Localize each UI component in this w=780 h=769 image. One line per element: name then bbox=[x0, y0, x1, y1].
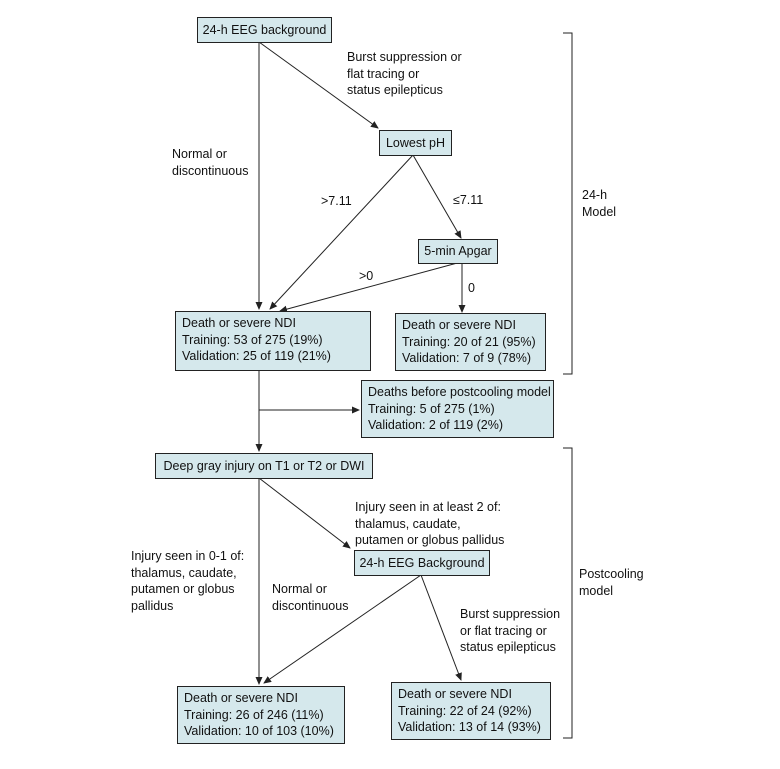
outcome-post-right-box: Death or severe NDI Training: 22 of 24 (… bbox=[391, 682, 551, 740]
label-apgar-zero: 0 bbox=[468, 281, 475, 295]
apgar-box: 5-min Apgar bbox=[418, 239, 498, 264]
arrow-eeg-burst bbox=[420, 574, 462, 681]
lowest-ph-box: Lowest pH bbox=[379, 130, 452, 156]
apgar-label: 5-min Apgar bbox=[424, 244, 492, 259]
training-stat: Training: 5 of 275 (1%) bbox=[368, 401, 495, 416]
label-injury-2plus: Injury seen in at least 2 of: thalamus, … bbox=[355, 500, 505, 547]
bracket-label-postcooling: Postcooling model bbox=[579, 567, 644, 598]
lowest-ph-label: Lowest pH bbox=[385, 135, 446, 150]
label-burst-top: Burst suppression or flat tracing or sta… bbox=[347, 50, 462, 97]
training-stat: Training: 20 of 21 (95%) bbox=[402, 334, 536, 349]
label-ph-high: >7.11 bbox=[321, 194, 352, 208]
arrow-apgar-pos bbox=[279, 261, 462, 313]
validation-stat: Validation: 10 of 103 (10%) bbox=[184, 724, 334, 738]
outcome-24h-right-box: Death or severe NDI Training: 20 of 21 (… bbox=[395, 313, 546, 371]
validation-stat: Validation: 25 of 119 (21%) bbox=[182, 349, 331, 363]
deep-gray-box: Deep gray injury on T1 or T2 or DWI bbox=[155, 453, 373, 479]
deep-gray-label: Deep gray injury on T1 or T2 or DWI bbox=[163, 458, 365, 473]
outcome-title: Death or severe NDI bbox=[398, 687, 512, 701]
validation-stat: Validation: 2 of 119 (2%) bbox=[368, 418, 504, 432]
bracket-label-24h-model: 24-h Model bbox=[582, 188, 617, 219]
arrow-deepgray-to-eeg bbox=[258, 477, 351, 549]
label-ph-low: ≤7.11 bbox=[453, 193, 484, 207]
validation-stat: Validation: 7 of 9 (78%) bbox=[402, 351, 532, 365]
deaths-before-box: Deaths before postcooling model Training… bbox=[361, 380, 554, 438]
label-injury-01: Injury seen in 0-1 of: thalamus, caudate… bbox=[131, 549, 245, 613]
label-normal-bottom: Normal or discontinuous bbox=[272, 582, 349, 613]
training-stat: Training: 53 of 275 (19%) bbox=[182, 332, 323, 347]
training-stat: Training: 26 of 246 (11%) bbox=[184, 707, 324, 722]
label-normal-top: Normal or discontinuous bbox=[172, 147, 249, 178]
outcome-title: Death or severe NDI bbox=[402, 318, 516, 332]
bracket-postcooling bbox=[563, 447, 573, 739]
outcome-post-left-box: Death or severe NDI Training: 26 of 246 … bbox=[177, 686, 345, 744]
eeg-background-box: 24-h EEG Background bbox=[354, 550, 490, 576]
eeg-24h-label: 24-h EEG background bbox=[202, 22, 327, 37]
arrow-ph-low bbox=[412, 154, 462, 239]
outcome-title: Death or severe NDI bbox=[182, 316, 296, 330]
eeg-background-label: 24-h EEG Background bbox=[359, 555, 485, 570]
arrow-eeg-normal bbox=[263, 574, 422, 684]
deaths-before-title: Deaths before postcooling model bbox=[368, 385, 551, 399]
arrow-ph-high bbox=[269, 154, 414, 310]
bracket-24h-model bbox=[563, 32, 573, 375]
label-burst-bottom: Burst suppression or flat tracing or sta… bbox=[460, 607, 561, 654]
outcome-24h-left-box: Death or severe NDI Training: 53 of 275 … bbox=[175, 311, 371, 371]
validation-stat: Validation: 13 of 14 (93%) bbox=[398, 720, 541, 734]
training-stat: Training: 22 of 24 (92%) bbox=[398, 703, 532, 718]
arrow-eeg-to-ph bbox=[258, 41, 379, 129]
outcome-title: Death or severe NDI bbox=[184, 691, 298, 705]
eeg-24h-box: 24-h EEG background bbox=[197, 17, 332, 43]
label-apgar-pos: >0 bbox=[359, 269, 374, 283]
